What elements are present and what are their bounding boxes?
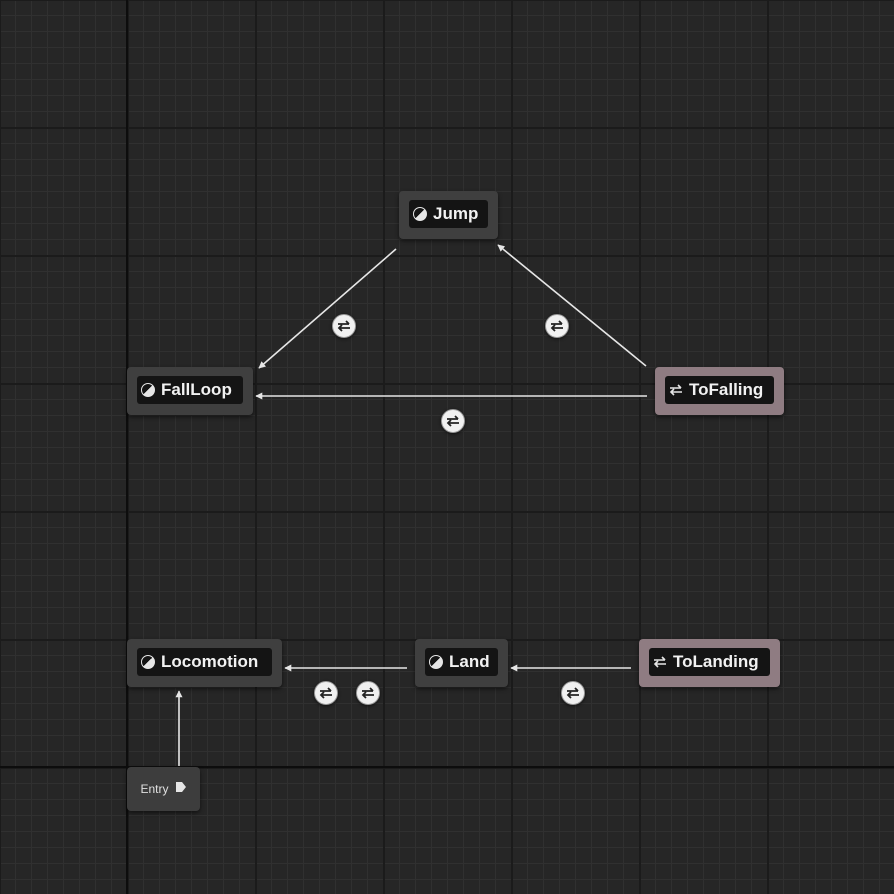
- wire-tofalling-to-jump: [497, 244, 647, 367]
- entry-label: Entry: [140, 782, 169, 796]
- state-node-fallloop[interactable]: FallLoop: [127, 367, 253, 415]
- transition-rule-icon[interactable]: [314, 681, 338, 705]
- state-node-label: Locomotion: [161, 652, 259, 671]
- conduit-node-label: ToLanding: [673, 652, 759, 671]
- conduit-icon: [653, 655, 667, 669]
- state-icon: [141, 655, 155, 669]
- entry-arrow-icon: [175, 780, 187, 798]
- graph-origin-vertical-line: [126, 0, 128, 894]
- transition-rule-icon[interactable]: [561, 681, 585, 705]
- conduit-node-tofalling[interactable]: ToFalling: [655, 367, 784, 415]
- state-node-land[interactable]: Land: [415, 639, 508, 687]
- entry-node[interactable]: Entry: [127, 767, 200, 811]
- state-node-label: FallLoop: [161, 380, 232, 399]
- state-icon: [141, 383, 155, 397]
- transition-rule-icon[interactable]: [332, 314, 356, 338]
- state-icon: [413, 207, 427, 221]
- state-node-label: Land: [449, 652, 490, 671]
- transition-rule-icon[interactable]: [356, 681, 380, 705]
- conduit-node-tolanding[interactable]: ToLanding: [639, 639, 780, 687]
- state-node-label: Jump: [433, 204, 479, 223]
- state-node-land-title: Land: [425, 648, 498, 676]
- conduit-node-tofalling-title: ToFalling: [665, 376, 774, 404]
- state-node-locomotion[interactable]: Locomotion: [127, 639, 282, 687]
- state-node-fallloop-title: FallLoop: [137, 376, 243, 404]
- transition-rule-icon[interactable]: [545, 314, 569, 338]
- transition-rule-icon[interactable]: [441, 409, 465, 433]
- state-node-locomotion-title: Locomotion: [137, 648, 272, 676]
- wire-jump-to-fallloop: [258, 248, 397, 369]
- state-node-jump-title: Jump: [409, 200, 488, 228]
- graph-origin-horizontal-line: [0, 766, 894, 768]
- conduit-node-tolanding-title: ToLanding: [649, 648, 770, 676]
- conduit-icon: [669, 383, 683, 397]
- conduit-node-label: ToFalling: [689, 380, 764, 399]
- state-node-jump[interactable]: Jump: [399, 191, 498, 239]
- state-icon: [429, 655, 443, 669]
